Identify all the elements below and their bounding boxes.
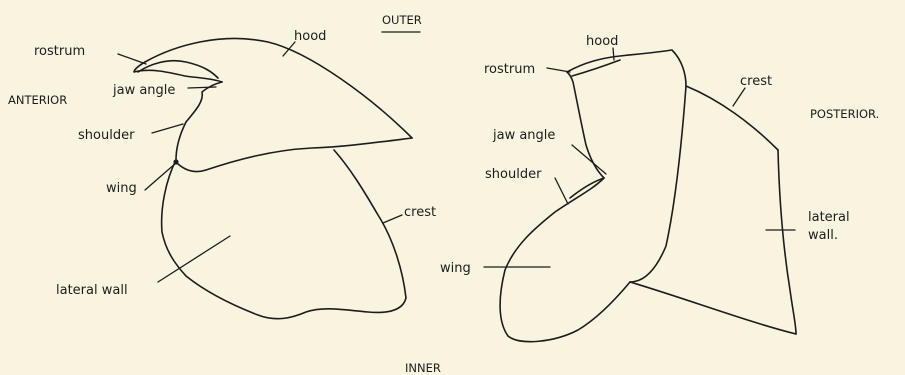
left-lateral-wall-leader (158, 236, 230, 282)
left-hood-leader (283, 42, 295, 56)
right-rostrum-leader (547, 68, 570, 72)
right-crest-leader (733, 88, 745, 106)
anterior-label: ANTERIOR (8, 93, 67, 107)
right-inner-ridge (630, 86, 686, 282)
right-shoulder-outline (570, 178, 604, 198)
outer-label: OUTER (382, 13, 422, 27)
left-rostrum-label: rostrum (34, 44, 85, 59)
left-jaw-angle-label: jaw angle (112, 83, 175, 98)
right-lateral-wall-edge (778, 150, 796, 334)
right-bottom-edge (630, 282, 796, 334)
right-hood-label: hood (586, 34, 618, 49)
left-hood-underside (178, 138, 412, 172)
inner-label: INNER (405, 361, 441, 375)
right-crest-label: crest (740, 74, 772, 89)
left-beak-figure: rostrum hood jaw angle shoulder wing cre… (34, 29, 436, 319)
left-wing-leader (145, 163, 176, 190)
left-hood-label: hood (294, 29, 326, 44)
left-shoulder-leader (152, 124, 183, 133)
right-lateral-wall-label-line1: lateral (808, 210, 850, 225)
right-lateral-wall-label-line2: wall. (808, 228, 838, 243)
left-shoulder-outline (176, 122, 186, 160)
right-wing-outline (500, 178, 630, 342)
right-shoulder-leader (555, 178, 568, 204)
left-crest-label: crest (404, 205, 436, 220)
right-jaw-angle-outline (567, 72, 604, 178)
left-rostrum-leader (118, 54, 146, 64)
posterior-label: POSTERIOR. (810, 107, 879, 121)
left-shoulder-label: shoulder (78, 128, 135, 143)
right-jaw-angle-leader (572, 145, 606, 174)
right-rostrum-label: rostrum (484, 62, 535, 77)
right-crest-outline (686, 86, 778, 150)
left-jaw-angle-leader (188, 87, 216, 88)
right-hood-leader (613, 48, 614, 60)
right-shoulder-label: shoulder (485, 167, 542, 182)
right-rostrum-inner (572, 60, 620, 76)
left-inner-rostrum-line (138, 61, 218, 78)
right-wing-label: wing (440, 261, 471, 276)
left-lateral-wall-label: lateral wall (56, 283, 128, 298)
left-rostrum-outline (134, 62, 222, 82)
right-beak-figure: hood rostrum crest jaw angle shoulder la… (440, 34, 850, 342)
left-crest-leader (383, 215, 402, 223)
left-lateral-wall-outline (162, 150, 406, 319)
right-jaw-angle-label: jaw angle (492, 128, 555, 143)
right-hood-outline (567, 50, 686, 86)
left-wing-label: wing (106, 181, 137, 196)
